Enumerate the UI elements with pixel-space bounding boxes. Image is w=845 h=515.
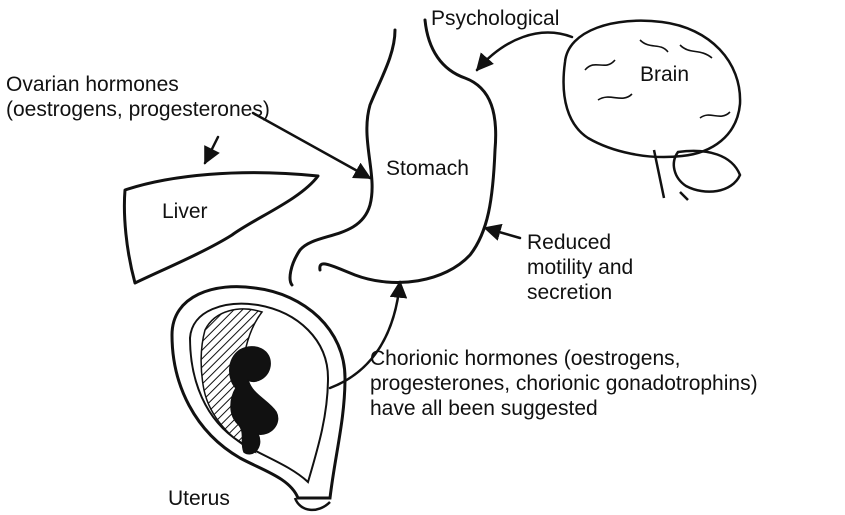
label-stomach: Stomach (386, 156, 469, 181)
liver-illustration (124, 173, 318, 283)
brain-cerebrum (564, 21, 741, 157)
label-chorionic-line-1: Chorionic hormones (oestrogens, (370, 346, 758, 371)
label-chorionic-line-3: have all been suggested (370, 396, 758, 421)
label-ovarian-line-2: (oestrogens, progesterones) (6, 97, 270, 122)
label-reduced-line-1: Reduced (527, 230, 633, 255)
label-reduced-line-3: secretion (527, 280, 633, 305)
label-psychological: Psychological (431, 6, 559, 31)
arrow-reduced-motility (485, 228, 520, 238)
brain-illustration (564, 21, 741, 200)
uterus-illustration (172, 287, 345, 510)
cervix (295, 498, 330, 510)
arrow-ovarian-to-stomach (253, 113, 370, 178)
arrow-ovarian-to-liver (205, 137, 218, 163)
stomach-outer-wall (290, 30, 395, 285)
label-chorionic-line-2: progesterones, chorionic gonadotrophins) (370, 371, 758, 396)
stomach-illustration (290, 20, 496, 285)
arrow-psychological (477, 33, 572, 70)
label-brain: Brain (640, 62, 689, 87)
label-reduced-motility: Reduced motility and secretion (527, 230, 633, 305)
label-reduced-line-2: motility and (527, 255, 633, 280)
label-chorionic-hormones: Chorionic hormones (oestrogens, progeste… (370, 346, 758, 421)
label-liver: Liver (162, 199, 208, 224)
label-ovarian-line-1: Ovarian hormones (6, 72, 270, 97)
stomach-inner-wall (320, 20, 496, 282)
label-uterus: Uterus (168, 486, 230, 511)
label-ovarian-hormones: Ovarian hormones (oestrogens, progestero… (6, 72, 270, 122)
